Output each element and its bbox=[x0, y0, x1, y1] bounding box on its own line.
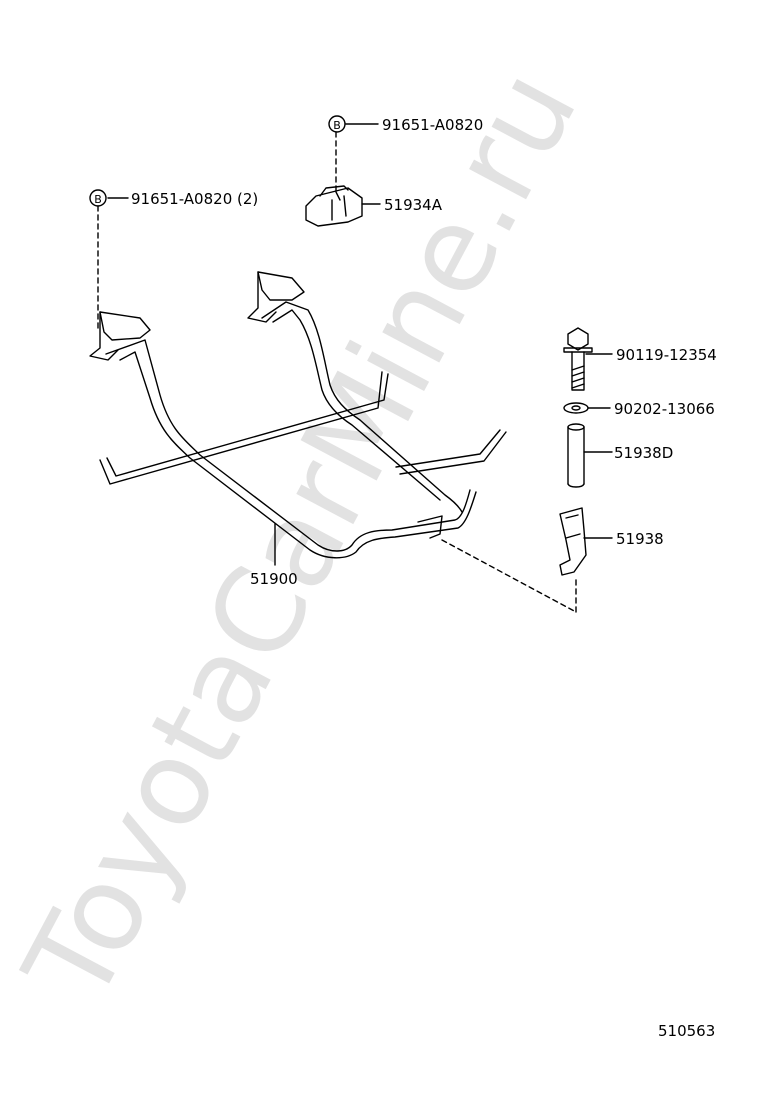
part-label-51900: 51900 bbox=[250, 570, 298, 588]
callout-letter-b1: B bbox=[333, 119, 341, 132]
part-label-90202-13066: 90202-13066 bbox=[614, 400, 715, 418]
washer-90202 bbox=[563, 402, 589, 414]
spacer-51938D bbox=[567, 423, 585, 488]
part-label-51934a: 51934A bbox=[384, 196, 443, 214]
callout-letter-b2: B bbox=[94, 193, 102, 206]
hook-51938 bbox=[559, 507, 587, 576]
hex-bolt-90119 bbox=[563, 327, 593, 391]
callout-circle-b1 bbox=[328, 115, 346, 133]
bracket-51934A bbox=[305, 185, 363, 227]
leader-lines bbox=[107, 123, 613, 566]
part-label-51938d: 51938D bbox=[614, 444, 673, 462]
part-label-91651-a0820: 91651-A0820 bbox=[382, 116, 483, 134]
part-label-91651-a0820-qty2: 91651-A0820 (2) bbox=[131, 190, 258, 208]
part-label-90119-12354: 90119-12354 bbox=[616, 346, 717, 364]
callout-circle-b2 bbox=[89, 189, 107, 207]
dashed-alignment-lines bbox=[97, 131, 577, 613]
diagram-reference-number: 510563 bbox=[658, 1022, 715, 1040]
carrier-frame-51900 bbox=[89, 271, 507, 559]
part-label-51938: 51938 bbox=[616, 530, 664, 548]
